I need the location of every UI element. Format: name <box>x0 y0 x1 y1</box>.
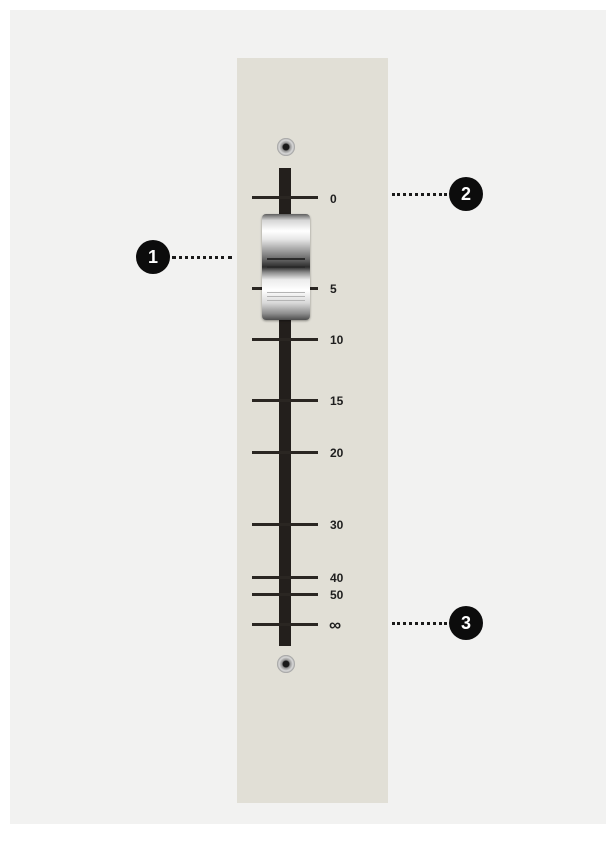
callout-badge-3: 3 <box>449 606 483 640</box>
top-screw-icon <box>277 138 295 156</box>
scale-tick <box>252 623 318 626</box>
scale-tick <box>252 593 318 596</box>
callout-badge-1: 1 <box>136 240 170 274</box>
scale-tick <box>252 338 318 341</box>
scale-label-5: 5 <box>330 283 337 295</box>
scale-tick <box>252 523 318 526</box>
scale-tick <box>252 399 318 402</box>
scale-label-infinity: ∞ <box>329 617 341 634</box>
knob-grip-line <box>267 258 305 260</box>
callout-leader-line <box>392 193 447 196</box>
scale-tick <box>252 196 318 199</box>
scale-label-40: 40 <box>330 572 343 584</box>
fader-panel <box>237 58 388 803</box>
callout-leader-line <box>392 622 447 625</box>
scale-tick <box>252 576 318 579</box>
callout-badge-2: 2 <box>449 177 483 211</box>
scale-label-0: 0 <box>330 193 337 205</box>
scale-label-20: 20 <box>330 447 343 459</box>
scale-label-30: 30 <box>330 519 343 531</box>
callout-leader-line <box>172 256 232 259</box>
scale-tick <box>252 451 318 454</box>
scale-label-15: 15 <box>330 395 343 407</box>
knob-grip-line <box>267 300 305 301</box>
scale-label-10: 10 <box>330 334 343 346</box>
knob-grip-line <box>267 266 305 268</box>
scale-label-50: 50 <box>330 589 343 601</box>
knob-grip-line <box>267 296 305 297</box>
bottom-screw-icon <box>277 655 295 673</box>
knob-grip-line <box>267 292 305 293</box>
fader-knob[interactable] <box>262 214 310 320</box>
